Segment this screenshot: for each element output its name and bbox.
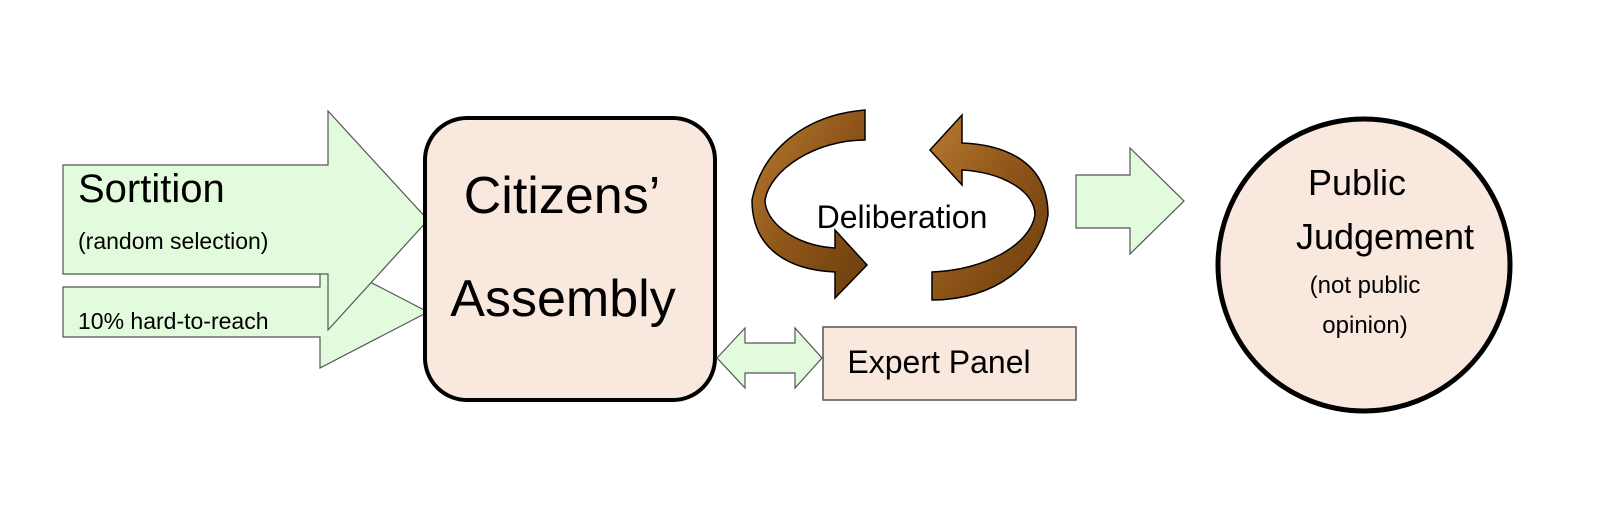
sortition-title: Sortition — [78, 167, 225, 211]
sortition-subtitle: (random selection) — [78, 228, 268, 254]
citizens-assembly-box — [423, 116, 717, 402]
hard-to-reach-label: 10% hard-to-reach — [78, 308, 269, 334]
deliberation-label: Deliberation — [817, 199, 988, 235]
outcome-arrow — [1075, 146, 1185, 256]
deliberation-cycle-arrow-left — [751, 109, 869, 300]
assembly-line1: Citizens’ — [464, 167, 661, 225]
outcome-line4: opinion) — [1322, 312, 1407, 339]
outcome-line2: Judgement — [1296, 216, 1474, 257]
assembly-line2: Assembly — [450, 270, 675, 328]
sortition-arrow — [62, 109, 429, 332]
deliberation-cycle-arrow-right — [928, 113, 1049, 301]
expert-panel-box — [822, 326, 1077, 401]
outcome-line3: (not public — [1310, 272, 1421, 299]
outcome-line1: Public — [1308, 162, 1406, 203]
public-judgement-circle — [1215, 116, 1513, 414]
expert-panel-label: Expert Panel — [847, 344, 1030, 380]
expert-exchange-double-arrow — [716, 326, 823, 390]
